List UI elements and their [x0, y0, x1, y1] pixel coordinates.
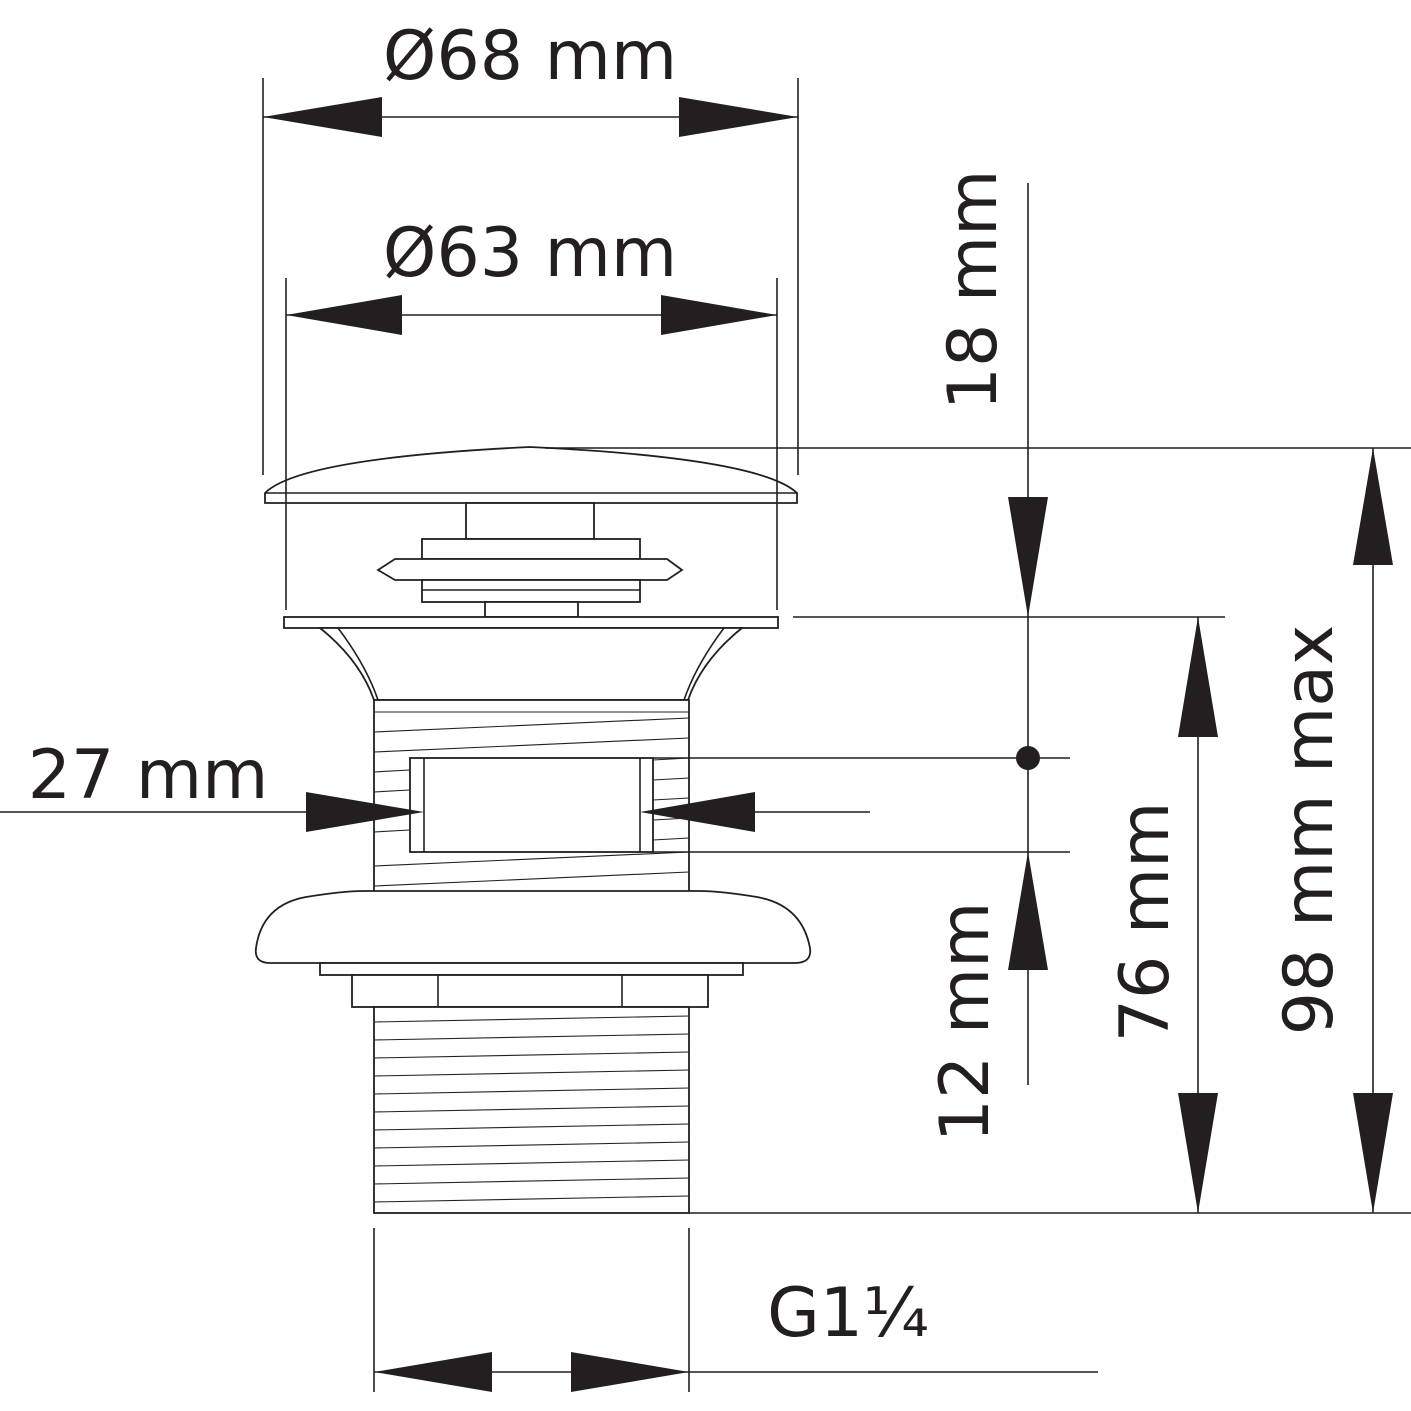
overflow-height-label: 12 mm — [926, 902, 1005, 1143]
cap-stem — [465, 502, 595, 540]
locking-nut — [351, 974, 709, 1008]
body-height-label: 76 mm — [1106, 802, 1185, 1043]
overflow-width-label: 27 mm — [28, 736, 269, 815]
dimension-cap-height: 18 mm — [545, 170, 1411, 1085]
waste-valve-body — [254, 446, 812, 1214]
cap-diameter-label: Ø68 mm — [383, 17, 677, 96]
overflow-slot — [409, 757, 654, 853]
top-flange — [283, 616, 779, 629]
flange-diameter-label: Ø63 mm — [383, 214, 677, 293]
dimension-thread: G1¼ — [373, 1228, 1098, 1392]
dimension-cap-diameter: Ø68 mm — [262, 17, 799, 475]
lower-thread-lines — [373, 1015, 690, 1203]
cap-dome — [264, 446, 798, 504]
thread-size-label: G1¼ — [767, 1274, 929, 1353]
dimension-body-height: 76 mm — [1106, 617, 1218, 1213]
washer — [254, 890, 812, 964]
dimension-max-height: 98 mm max — [689, 448, 1411, 1214]
max-height-label: 98 mm max — [1270, 625, 1349, 1035]
spring-disc — [376, 558, 684, 581]
dimension-overflow-height: 12 mm — [653, 746, 1070, 1142]
flange-bowl — [317, 627, 745, 701]
dimension-flange-diameter: Ø63 mm — [285, 214, 778, 610]
dimension-overflow-width: 27 mm — [0, 736, 870, 832]
lower-body — [373, 1006, 690, 1214]
cap-height-label: 18 mm — [934, 170, 1013, 411]
overflow-center-dot — [1016, 746, 1040, 770]
